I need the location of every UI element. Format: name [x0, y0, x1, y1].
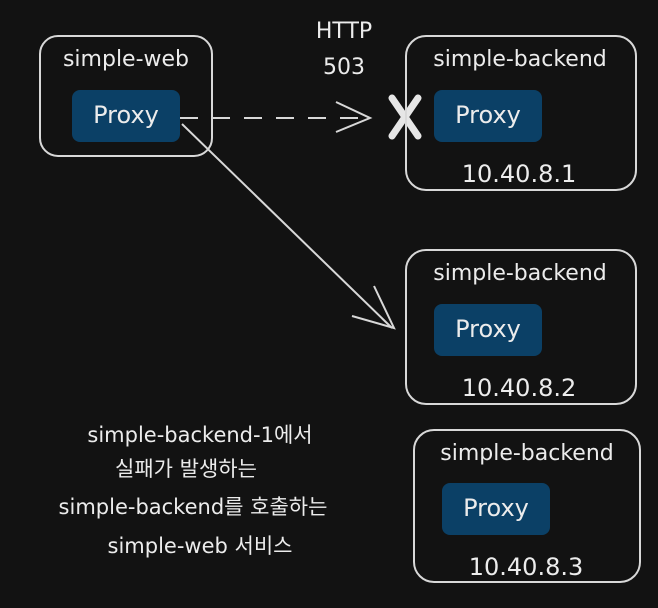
- simple-backend-2-box: [405, 249, 637, 405]
- simple-backend-node-2: simple-backend Proxy 10.40.8.2: [405, 249, 637, 405]
- simple-backend-3-ip: 10.40.8.3: [469, 553, 584, 581]
- failed-call-arrow: [180, 101, 373, 133]
- simple-backend-3-box: [413, 429, 641, 583]
- simple-backend-2-proxy-label: Proxy: [455, 315, 521, 343]
- simple-web-proxy-box: [72, 90, 180, 142]
- simple-backend-1-ip: 10.40.8.1: [462, 160, 577, 188]
- routed-call-arrowhead: [351, 285, 396, 330]
- routed-call-arrow: [181, 123, 396, 330]
- caption-line-2: 실패가 발생하는: [115, 457, 257, 481]
- simple-web-title: simple-web: [63, 47, 189, 72]
- caption-line-3: simple-backend를 호출하는: [59, 495, 328, 519]
- simple-backend-1-title: simple-backend: [433, 47, 607, 72]
- simple-backend-3-title: simple-backend: [440, 441, 614, 466]
- failed-call-arrowhead: [335, 101, 373, 133]
- simple-backend-1-proxy-box: [434, 90, 542, 142]
- simple-backend-2-proxy-box: [434, 304, 542, 356]
- routed-call-line: [181, 123, 393, 329]
- simple-backend-3-proxy-label: Proxy: [463, 494, 529, 522]
- simple-backend-node-1: simple-backend Proxy 10.40.8.1: [405, 35, 637, 191]
- diagram-caption: simple-backend-1에서 실패가 발생하는 simple-backe…: [59, 423, 328, 558]
- edge-label-503: 503: [323, 55, 365, 80]
- simple-backend-2-title: simple-backend: [433, 261, 607, 286]
- simple-backend-1-box: [405, 35, 637, 191]
- caption-line-1: simple-backend-1에서: [87, 423, 312, 447]
- caption-line-4: simple-web 서비스: [108, 534, 293, 558]
- simple-backend-2-ip: 10.40.8.2: [462, 374, 577, 402]
- simple-web-proxy-label: Proxy: [93, 101, 159, 129]
- simple-backend-3-proxy-box: [442, 483, 550, 535]
- simple-backend-1-proxy-label: Proxy: [455, 101, 521, 129]
- simple-backend-node-3: simple-backend Proxy 10.40.8.3: [413, 429, 641, 583]
- simple-web-node: simple-web Proxy: [39, 35, 213, 157]
- simple-web-box: [39, 35, 213, 157]
- edge-label-http: HTTP: [316, 19, 372, 44]
